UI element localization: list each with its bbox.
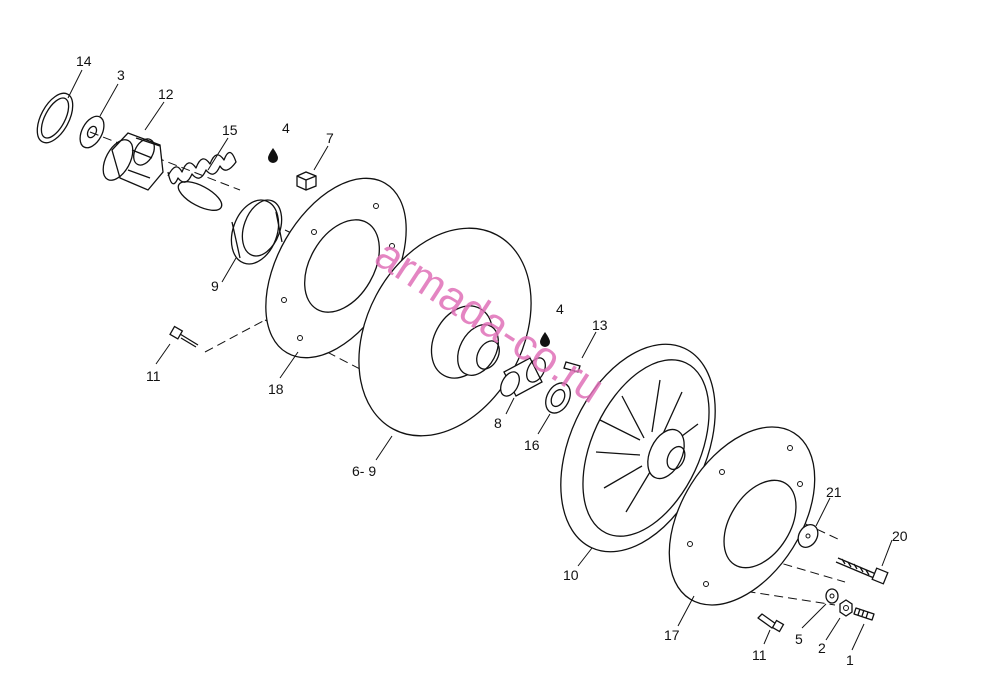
part-3-washer	[79, 115, 105, 149]
part-13-key	[563, 361, 581, 373]
callout-15: 15	[222, 122, 238, 138]
callout-13: 13	[592, 317, 608, 333]
part-8-sleeve	[500, 357, 546, 397]
callout-11-bottom: 11	[752, 647, 767, 663]
callout-20: 20	[892, 528, 908, 544]
callout-4-top: 4	[282, 120, 290, 136]
part-6-9-sheave	[358, 227, 532, 437]
part-9-bushing	[230, 199, 283, 265]
part-12-cam	[102, 132, 164, 191]
part-10-fan-sheave	[560, 343, 716, 553]
part-5-washer	[825, 588, 839, 604]
oil-drop-icon	[540, 332, 550, 347]
part-21-washer	[797, 524, 819, 548]
part-7-slider	[296, 171, 317, 191]
callout-18: 18	[268, 381, 284, 397]
callout-14: 14	[76, 53, 92, 69]
part-1-bolt	[853, 607, 875, 621]
part-17-cover-plate	[668, 426, 816, 606]
callout-4-middle: 4	[556, 301, 564, 317]
callout-labels: 14 3 12 15 4 7 9 11 18 6- 9 4 13 8 16 10…	[76, 53, 908, 668]
callout-12: 12	[158, 86, 174, 102]
part-16-washer	[545, 382, 571, 414]
leader-lines	[67, 69, 893, 651]
part-20-long-bolt	[835, 557, 889, 585]
part-14-snap-ring	[36, 92, 74, 144]
callout-16: 16	[524, 437, 540, 453]
callout-6-9: 6- 9	[352, 463, 376, 479]
oil-drop-icon	[268, 148, 278, 163]
callout-2: 2	[818, 640, 826, 656]
callout-9: 9	[211, 278, 219, 294]
callout-17: 17	[664, 627, 680, 643]
callout-1: 1	[846, 652, 854, 668]
callout-21: 21	[826, 484, 842, 500]
part-2-nut	[839, 599, 853, 617]
callout-8: 8	[494, 415, 502, 431]
callout-7: 7	[326, 130, 334, 146]
callout-10: 10	[563, 567, 579, 583]
callout-5: 5	[795, 631, 803, 647]
part-15-spring	[167, 151, 237, 211]
callout-3: 3	[117, 67, 125, 83]
part-11-bolt-left	[169, 325, 199, 348]
callout-11-left: 11	[146, 368, 161, 384]
part-11-bolt-bottom	[757, 613, 785, 633]
